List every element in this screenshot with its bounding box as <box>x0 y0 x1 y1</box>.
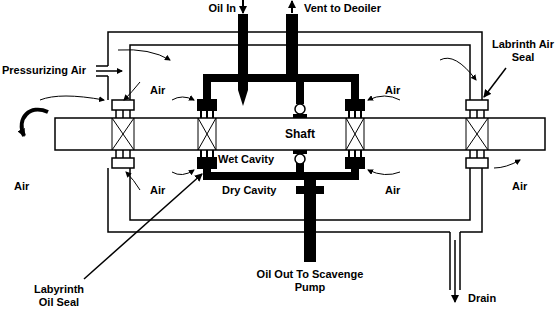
drawing-part <box>295 154 305 164</box>
drawing-part <box>112 100 134 110</box>
drawing-part <box>126 172 140 190</box>
drawing-part <box>198 118 216 150</box>
vent-pipe <box>286 14 298 78</box>
drawing-part <box>346 118 364 150</box>
drawing-part <box>116 110 130 158</box>
drawing-part <box>112 158 134 168</box>
labyrinth-air-seal <box>112 100 488 168</box>
vent-arrow <box>291 1 293 13</box>
drain-arrow <box>454 240 456 302</box>
duct-outer-wall <box>108 168 482 232</box>
part-label: Oil In <box>186 2 236 15</box>
airflow-arrow <box>40 50 520 190</box>
drawing-part <box>466 158 488 168</box>
seal-lands <box>112 118 488 150</box>
drawing-part <box>368 170 400 175</box>
drawing-part <box>296 82 304 104</box>
part-label: Air <box>150 84 165 97</box>
drawing-part <box>466 100 488 110</box>
part-label: Air <box>385 184 400 197</box>
labyrinth-oil-seal <box>198 100 364 168</box>
drawing-part <box>466 118 488 150</box>
leader-line <box>84 174 202 279</box>
drawing-part <box>201 110 213 158</box>
duct-inner-wall <box>130 168 470 220</box>
duct-outer-wall <box>107 76 109 100</box>
drawing-part <box>346 100 364 110</box>
sump-wall <box>207 78 355 176</box>
part-label: Air <box>385 84 400 97</box>
oil-in-arrow <box>242 0 244 13</box>
air-inlet-arrow <box>96 70 122 72</box>
seal-label: Labrinth Air Seal <box>492 38 554 64</box>
drawing-part <box>207 78 355 100</box>
rotation-arrow <box>22 110 48 136</box>
drawing-part <box>346 158 364 168</box>
drawing-part <box>118 50 170 60</box>
drawing-part <box>172 170 194 175</box>
drawing-part <box>368 96 400 100</box>
part-label: Air <box>14 180 29 193</box>
drawing-part <box>207 168 355 176</box>
drawing-part <box>40 96 104 100</box>
part-label: Vent to Deoiler <box>304 2 381 15</box>
part-label: Pressurizing Air <box>2 64 86 77</box>
drawing-part <box>295 104 305 114</box>
node-label: Shaft <box>285 127 315 141</box>
drawing-part <box>349 110 361 158</box>
drawing-part <box>198 158 216 168</box>
drawing-part <box>124 82 140 100</box>
oil-jet-nozzle <box>238 90 248 106</box>
drawing-part <box>198 100 216 110</box>
shaft-body <box>55 118 545 150</box>
part-label: Drain <box>468 292 496 305</box>
part-label: Air <box>512 180 527 193</box>
seal-label: Labyrinth Oil Seal <box>26 283 92 309</box>
oil-out-fitting <box>296 186 324 194</box>
part-label: Air <box>150 184 165 197</box>
shaft: Shaft <box>55 118 545 150</box>
drawing-part <box>470 110 484 158</box>
part-label: Oil Out To Scavenge Pump <box>246 268 374 294</box>
leader-line <box>484 68 506 97</box>
oil-in-pipe <box>238 14 248 90</box>
drawing-part <box>172 97 194 100</box>
part-label: Dry Cavity <box>222 184 276 197</box>
part-label: Wet Cavity <box>218 153 274 166</box>
drawing-part <box>112 118 134 150</box>
drawing-part <box>440 58 476 80</box>
drawing-part <box>494 160 520 168</box>
